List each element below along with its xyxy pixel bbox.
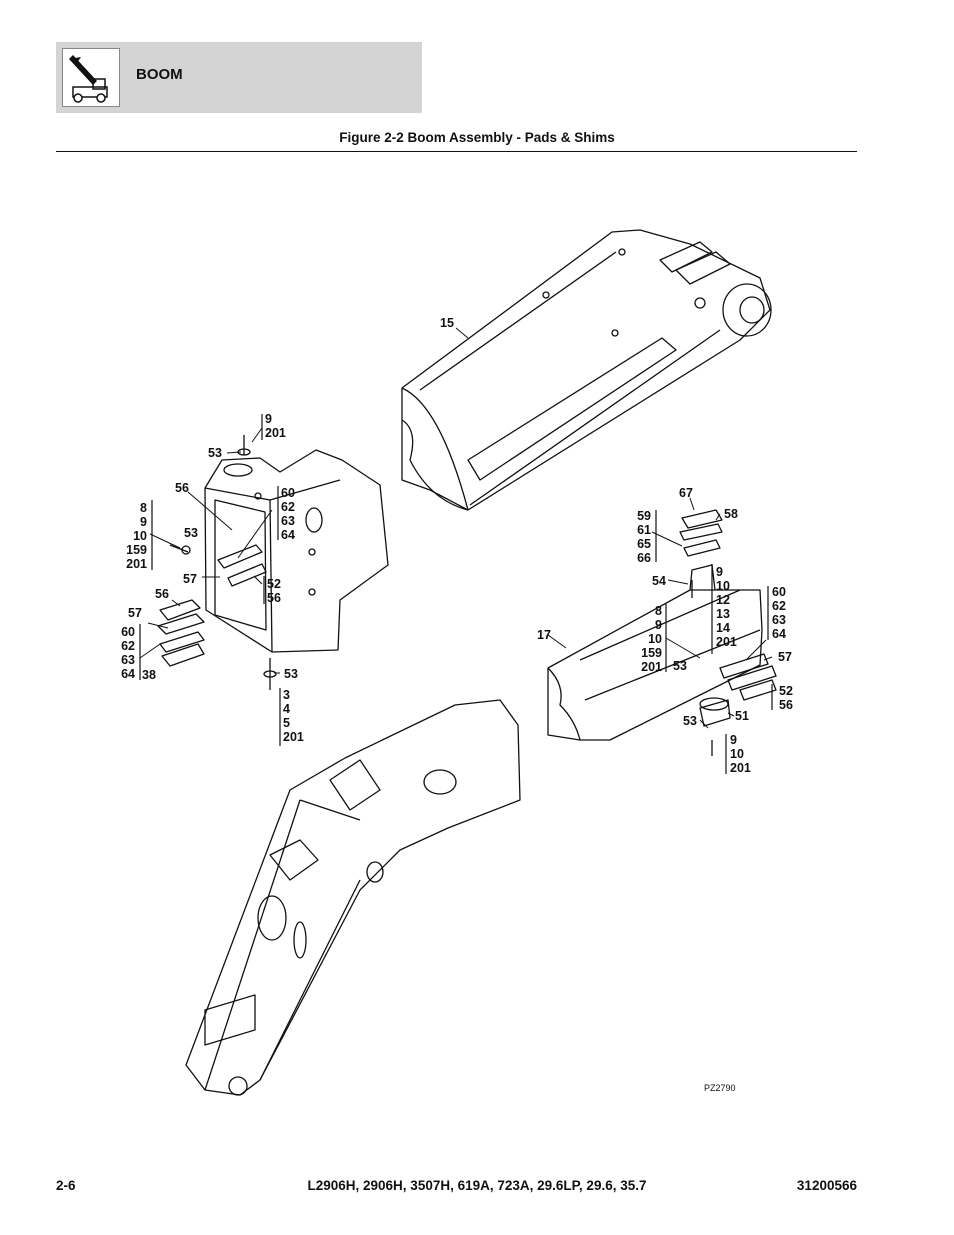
document-number: 31200566	[796, 1178, 857, 1193]
callout-right-shim-64: 64	[772, 627, 786, 641]
callout-left-shim-63: 63	[121, 653, 135, 667]
figure-title: Figure 2-2 Boom Assembly - Pads & Shims	[339, 130, 615, 145]
upper-boom-section	[401, 229, 772, 511]
callout-right-pad-52: 52	[267, 577, 281, 591]
callout-left-shim-38: 38	[142, 668, 156, 682]
lower-boom-section	[185, 699, 521, 1096]
callout-mid-boom: 17	[537, 628, 551, 642]
callout-upper-shim-64: 64	[281, 528, 295, 542]
callout-left-pad-57: 57	[128, 606, 142, 620]
callout-left-stack-9: 9	[140, 515, 147, 529]
callout-lower-screw-9: 9	[730, 733, 737, 747]
callout-bottom-screw-4: 4	[283, 702, 290, 716]
callout-mid-stack-8: 8	[655, 604, 662, 618]
callout-bracket-12: 12	[716, 593, 730, 607]
callout-mid-washer: 53	[673, 659, 687, 673]
callout-top-screw-201: 201	[265, 426, 286, 440]
boom-exploded-drawing: 15 9 201 53 56 8 9 10 159 201 53 60 62 6…	[121, 229, 793, 1096]
callout-left-stack-10: 10	[133, 529, 147, 543]
left-pads-and-shims	[157, 599, 205, 667]
right-pads-and-shims	[679, 509, 777, 727]
callout-top-shim-59: 59	[637, 509, 651, 523]
callout-right-shim-60: 60	[772, 585, 786, 599]
callout-bottom-washer: 53	[284, 667, 298, 681]
callout-top-shim-65: 65	[637, 537, 651, 551]
callout-top-washer: 53	[208, 446, 222, 460]
callout-pad-left: 56	[175, 481, 189, 495]
callout-left-shim-60: 60	[121, 625, 135, 639]
callout-side-washer: 53	[184, 526, 198, 540]
callout-top-screw-9: 9	[265, 412, 272, 426]
callout-labels: 15 9 201 53 56 8 9 10 159 201 53 60 62 6…	[121, 316, 793, 1093]
title-rule	[56, 151, 857, 152]
boom-head-box	[204, 449, 389, 653]
fasteners	[169, 435, 713, 756]
callout-bottom-screw-3: 3	[283, 688, 290, 702]
callout-mid-stack-159: 159	[641, 646, 662, 660]
page-number: 2-6	[56, 1178, 76, 1193]
callout-upper-shim-62: 62	[281, 500, 295, 514]
callout-bottom-screw-201: 201	[283, 730, 304, 744]
callout-bracket-10: 10	[716, 579, 730, 593]
callout-mid-stack-9: 9	[655, 618, 662, 632]
callout-left-stack-159: 159	[126, 543, 147, 557]
callout-mid-stack-10: 10	[648, 632, 662, 646]
callout-upper-shim-60: 60	[281, 486, 295, 500]
model-list: L2906H, 2906H, 3507H, 619A, 723A, 29.6LP…	[307, 1178, 647, 1193]
drawing-id: PZ2790	[704, 1083, 736, 1093]
callout-upper-shim-63: 63	[281, 514, 295, 528]
callout-upper-boom: 15	[440, 316, 454, 330]
section-title: BOOM	[136, 66, 183, 83]
callout-left-stack-201: 201	[126, 557, 147, 571]
callout-right-57: 57	[778, 650, 792, 664]
callout-left-shim-62: 62	[121, 639, 135, 653]
callout-left-shim-64: 64	[121, 667, 135, 681]
callout-pad-51: 51	[735, 709, 749, 723]
callout-bracket-13: 13	[716, 607, 730, 621]
callout-lower-screw-10: 10	[730, 747, 744, 761]
callout-left-pad: 56	[155, 587, 169, 601]
callout-right-pad-56: 56	[267, 591, 281, 605]
callout-top-shim-66: 66	[637, 551, 651, 565]
callout-right-shim-63: 63	[772, 613, 786, 627]
callout-top-pad-58: 58	[724, 507, 738, 521]
leader-lines	[139, 327, 773, 729]
callout-bracket-9: 9	[716, 565, 723, 579]
callout-lower-screw-201: 201	[730, 761, 751, 775]
callout-right-shim-62: 62	[772, 599, 786, 613]
callout-right-pad-52: 52	[779, 684, 793, 698]
callout-top-pad: 67	[679, 486, 693, 500]
callout-mid-stack-201: 201	[641, 660, 662, 674]
callout-shim-57: 57	[183, 572, 197, 586]
boom-lift-icon	[62, 48, 120, 107]
callout-bracket-201: 201	[716, 635, 737, 649]
mid-boom-section	[547, 564, 763, 741]
callout-brackets	[139, 414, 773, 774]
callout-left-stack-8: 8	[140, 501, 147, 515]
callout-top-shim-61: 61	[637, 523, 651, 537]
callout-bottom-screw-5: 5	[283, 716, 290, 730]
callout-bracket-14: 14	[716, 621, 730, 635]
callout-right-pad-56: 56	[779, 698, 793, 712]
callout-lower-washer: 53	[683, 714, 697, 728]
callout-bracket-54: 54	[652, 574, 666, 588]
